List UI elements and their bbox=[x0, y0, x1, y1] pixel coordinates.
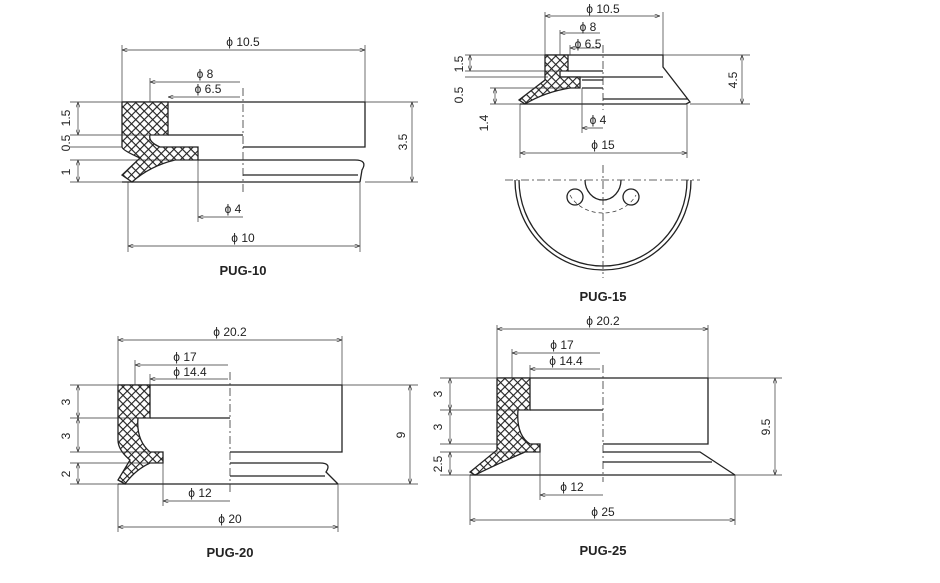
pug-20-label-20: ϕ 20 bbox=[218, 512, 242, 526]
pug-20-label-144: ϕ 14.4 bbox=[173, 365, 207, 379]
pug-10-label-height: 3.5 bbox=[396, 133, 410, 150]
pug-15-label-outer: ϕ 10.5 bbox=[586, 2, 620, 16]
pug-20-label-17: ϕ 17 bbox=[173, 350, 197, 364]
pug-10-drawing: ϕ 10.5 ϕ 8 ϕ 6.5 ϕ 4 ϕ 10 3.5 1.5 0.5 1 … bbox=[59, 35, 418, 278]
pug-10-body-outline bbox=[122, 101, 366, 183]
pug-20-body-outline bbox=[118, 384, 343, 485]
pug-15-drawing: ϕ 10.5 ϕ 8 ϕ 6.5 ϕ 4 ϕ 15 4.5 1.5 0.5 1.… bbox=[452, 2, 750, 304]
pug-20-title: PUG-20 bbox=[207, 545, 254, 560]
pug-25-label-25: ϕ 25 bbox=[591, 505, 615, 519]
pug-25-section-hatch bbox=[468, 377, 541, 476]
pug-25-label-25mm: 2.5 bbox=[431, 455, 445, 472]
pug-15-label-14: 1.4 bbox=[477, 114, 491, 131]
pug-20-label-3a: 3 bbox=[59, 398, 73, 405]
pug-10-label-8: ϕ 8 bbox=[197, 67, 214, 81]
pug-25-label-3b: 3 bbox=[431, 423, 445, 430]
pug-15-section-hatch bbox=[517, 54, 581, 105]
pug-20-label-outer: ϕ 20.2 bbox=[213, 325, 247, 339]
pug-25-label-144: ϕ 14.4 bbox=[549, 354, 583, 368]
pug-25-label-outer: ϕ 20.2 bbox=[586, 314, 620, 328]
pug-20-label-12: ϕ 12 bbox=[188, 486, 212, 500]
pug-15-inner-line bbox=[582, 79, 603, 89]
pug-10-section-hatch bbox=[120, 101, 199, 183]
pug-10-lip-outline bbox=[243, 159, 365, 183]
pug-10-label-1: 1 bbox=[59, 168, 73, 175]
pug-15-bottom-view bbox=[505, 165, 700, 278]
pug-10-label-15: 1.5 bbox=[59, 109, 73, 126]
pug-15-label-4: ϕ 4 bbox=[590, 113, 607, 127]
pug-10-label-outer: ϕ 10.5 bbox=[226, 35, 260, 49]
pug-25-label-3a: 3 bbox=[431, 390, 445, 397]
pug-20-section-hatch bbox=[117, 384, 164, 485]
pug-15-label-15mm: 1.5 bbox=[452, 55, 466, 72]
pug-15-label-65: ϕ 6.5 bbox=[575, 37, 602, 51]
pug-15-body-outline bbox=[520, 54, 691, 105]
pug-25-label-12: ϕ 12 bbox=[560, 480, 584, 494]
pug-15-label-height: 4.5 bbox=[726, 71, 740, 88]
pug-15-label-8: ϕ 8 bbox=[580, 20, 597, 34]
pug-25-body-outline bbox=[470, 377, 736, 476]
pug-10-label-65: ϕ 6.5 bbox=[195, 82, 222, 96]
pug-15-title: PUG-15 bbox=[580, 289, 627, 304]
pug-10-title: PUG-10 bbox=[220, 263, 267, 278]
pug-25-label-17: ϕ 17 bbox=[550, 338, 574, 352]
pug-20-label-height: 9 bbox=[394, 431, 408, 438]
pug-20-label-2: 2 bbox=[59, 470, 73, 477]
pug-15-hole-left bbox=[566, 188, 584, 206]
pug-20-drawing: ϕ 20.2 ϕ 17 ϕ 14.4 ϕ 12 ϕ 20 9 3 3 2 PUG… bbox=[59, 325, 418, 560]
pug-25-drawing: ϕ 20.2 ϕ 17 ϕ 14.4 ϕ 12 ϕ 25 9.5 3 3 2.5… bbox=[431, 314, 782, 558]
pug-15-label-05: 0.5 bbox=[452, 86, 466, 103]
pug-10-label-4: ϕ 4 bbox=[225, 202, 242, 216]
pug-25-label-height: 9.5 bbox=[759, 418, 773, 435]
pug-15-label-15: ϕ 15 bbox=[591, 138, 615, 152]
pug-20-label-3b: 3 bbox=[59, 432, 73, 439]
pug-10-label-05: 0.5 bbox=[59, 134, 73, 151]
pug-25-title: PUG-25 bbox=[580, 543, 627, 558]
pug-10-label-10: ϕ 10 bbox=[231, 231, 255, 245]
pug-15-hole-right bbox=[622, 188, 640, 206]
